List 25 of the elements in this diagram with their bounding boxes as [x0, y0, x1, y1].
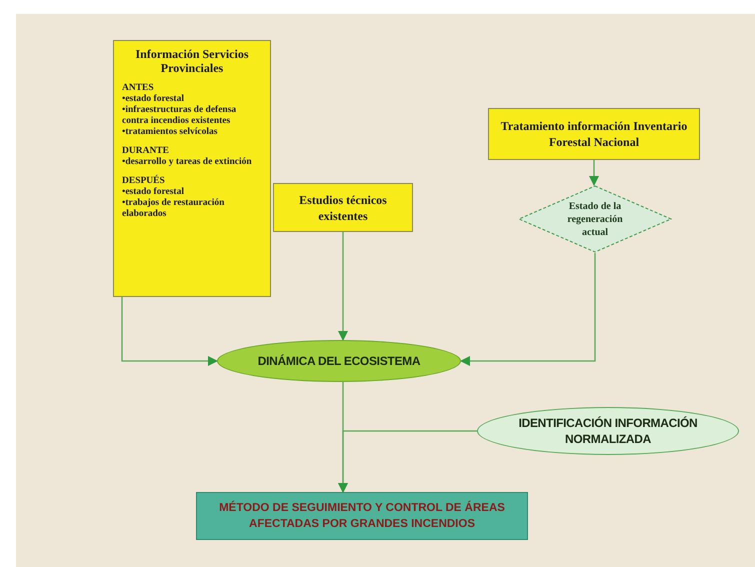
box-heading: Información Servicios Provinciales	[134, 47, 250, 75]
bullet-item: •infraestructuras de defensa contra incendios existentes	[122, 105, 238, 127]
info-box	[113, 40, 271, 297]
box-text: Estudios técnicos existentes	[298, 192, 388, 224]
bullet-item: •estado forestal	[122, 187, 185, 198]
section-heading: ANTES	[122, 83, 155, 94]
bullet-item: •tratamientos selvícolas	[122, 127, 218, 138]
bullet-item: •estado forestal	[122, 94, 185, 105]
arrow	[338, 430, 477, 493]
diamond-text: Estado de la regeneración actual	[566, 200, 624, 238]
process-box	[273, 183, 413, 232]
arrow	[460, 253, 596, 366]
section-heading: DESPUÉS	[122, 176, 166, 187]
oval-text: DINÁMICA DEL ECOSISTEMA	[258, 353, 420, 369]
arrow	[589, 160, 599, 186]
oval-text: IDENTIFICACIÓN INFORMACIÓN NORMALIZADA	[518, 415, 698, 447]
arrow	[121, 297, 218, 366]
process-box	[488, 108, 700, 160]
bullet-item: •trabajos de restauración elaborados	[122, 198, 226, 220]
bullet-item: •desarrollo y tareas de extinción	[122, 157, 253, 168]
box-text: Tratamiento información Inventario Forestal Nacional	[500, 118, 688, 150]
arrow	[338, 232, 348, 341]
section-heading: DURANTE	[122, 146, 170, 157]
result-box	[196, 492, 528, 540]
box-text: MÉTODO DE SEGUIMIENTO Y CONTROL DE ÁREAS AFECTADAS POR GRANDES INCENDIOS	[218, 500, 506, 532]
